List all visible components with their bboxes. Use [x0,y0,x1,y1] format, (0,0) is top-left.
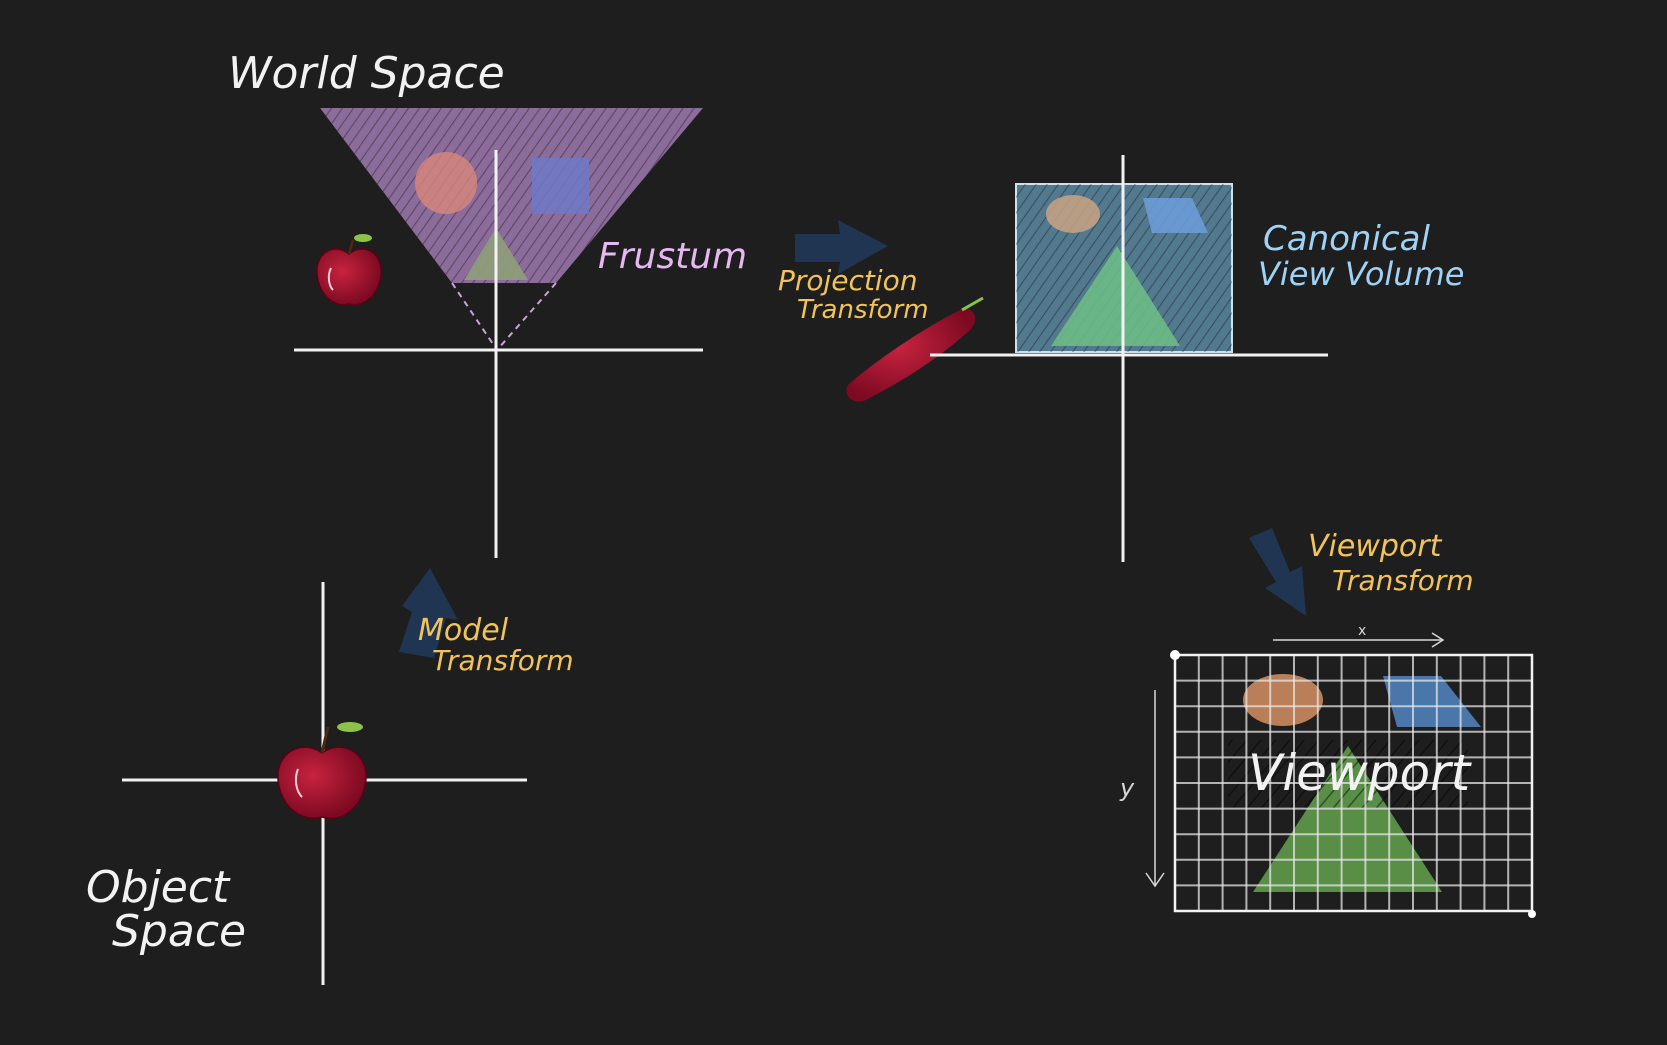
viewport-transform-group: Viewport Transform [1249,528,1474,616]
viewport-origin-dot [1170,650,1180,660]
viewport-y-arrowhead [1145,872,1165,888]
model-label-line2: Transform [432,644,574,677]
viewport-parallelogram [1383,676,1481,727]
apple-icon [846,296,984,402]
canonical-view-volume-group: Canonical View Volume [930,155,1464,562]
viewport-group: x y Viewport [1119,623,1536,918]
model-label-line1: Model [418,613,509,648]
viewport-triangle [1253,746,1442,892]
frustum-hatch [320,108,703,283]
canonical-parallelogram [1143,198,1208,233]
object-space-group: Object Space [86,582,527,985]
frustum-square [532,158,589,214]
viewport-label-scribble [1228,740,1468,808]
apple-icon [277,722,367,819]
apple-icon [316,234,382,306]
model-transform-group: Model Transform [399,568,574,677]
viewport-x-label: x [1358,623,1366,639]
world-space-group: World Space Frustum [228,48,747,558]
viewport-corner-dot [1528,910,1536,918]
canonical-label-line2: View Volume [1258,255,1464,293]
viewport-transform-label-line1: Viewport [1308,529,1443,564]
viewport-transform-label-line2: Transform [1332,564,1474,597]
object-space-label-line1: Object [86,862,231,913]
frustum-dashed-edge-right [496,282,557,351]
frustum-label: Frustum [598,236,747,277]
arrow-icon [399,568,458,658]
canonical-label-line1: Canonical [1263,219,1430,259]
viewport-label: Viewport [1248,744,1473,802]
viewport-ellipse [1243,674,1323,726]
viewport-x-arrowhead [1431,632,1445,648]
frustum-dashed-edge-left [451,282,498,351]
arrow-icon [1249,528,1306,616]
projection-label-line1: Projection [778,264,918,297]
world-space-label: World Space [228,48,505,99]
canonical-triangle [1051,246,1180,346]
canonical-ellipse [1046,195,1100,233]
arrow-icon [795,220,888,274]
projection-transform-group: Projection Transform [778,220,984,402]
viewport-y-label: y [1119,774,1135,802]
frustum-circle [415,152,477,214]
projection-label-line2: Transform [797,295,929,325]
viewport-border [1173,653,1534,913]
object-space-label-line2: Space [112,906,246,957]
viewport-grid [1175,655,1532,911]
